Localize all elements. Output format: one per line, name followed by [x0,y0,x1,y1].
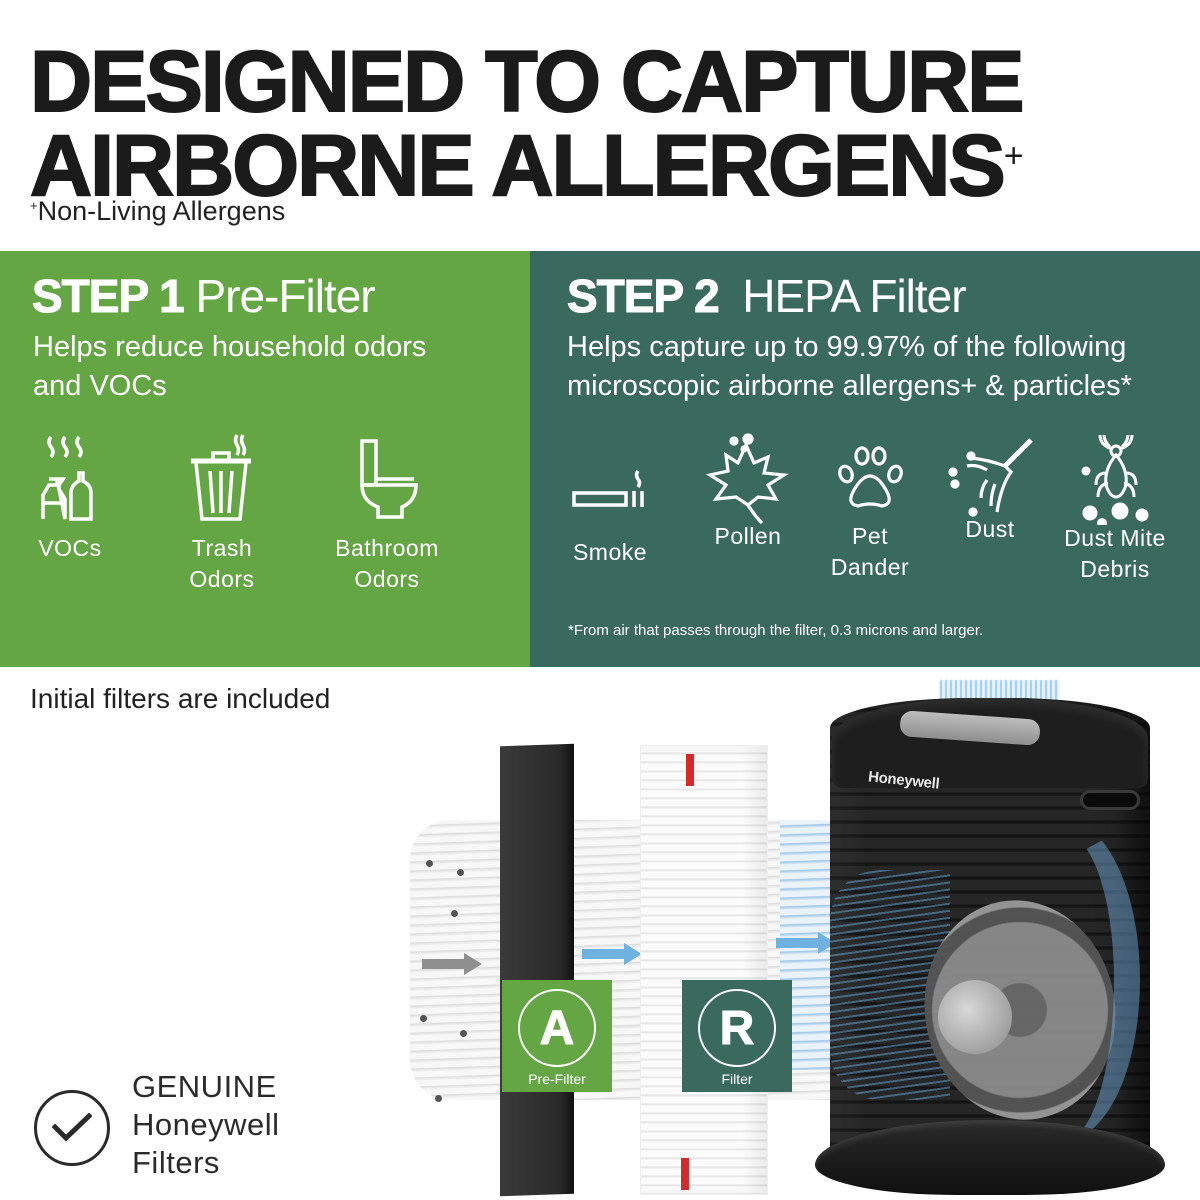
filters-included-text: Initial filters are included [30,683,331,714]
dust-mite-icon [1081,434,1149,525]
item-pet-dander: Pet Dander [820,444,920,583]
particle-dot [451,910,458,917]
step1-title: STEP 1 Pre-Filter [32,270,376,323]
pollen-leaf-icon [706,433,789,525]
step2-title: STEP 2 HEPA Filter [567,270,967,323]
headline-line-1: DESIGNED TO CAPTURE [29,34,1026,130]
step1-icons: VOCs Trash Odors Bathroom O [0,434,530,592]
carry-handle [1080,790,1140,810]
label-vocs: VOCs [38,535,102,561]
cleaning-bottles-icon [41,435,93,521]
label-pollen: Pollen [714,523,782,549]
headline-marker: + [1003,137,1024,175]
item-vocs: VOCs [20,433,120,564]
blue-arrow-icon [582,943,642,965]
item-dust: Dust [940,436,1040,545]
item-pollen: Pollen [698,433,798,552]
carbon-prefilter [500,743,574,1197]
headline: DESIGNED TO CAPTURE AIRBORNE ALLERGENS+ [29,34,1030,214]
step2-panel: STEP 2 HEPA Filter Helps capture up to 9… [530,251,1200,667]
purifier-base [815,1120,1165,1195]
item-smoke: Smoke [560,461,660,568]
label-bathroom-odors: Bathroom Odors [335,535,439,592]
step2-icons: Smoke Pollen Pet Dander [530,433,1200,582]
hepa-red-tab [681,1158,689,1190]
checkmark-circle-icon [34,1090,110,1166]
particle-dot [457,869,464,876]
non-living-footnote: +Non-Living Allergens [30,196,286,226]
air-swirl [990,820,1140,1140]
step1-panel: STEP 1 Pre-Filter Helps reduce household… [0,251,530,667]
item-dust-mite-debris: Dust Mite Debris [1050,433,1180,585]
toilet-icon [360,439,418,519]
purifier-top [832,698,1148,788]
duster-icon [948,438,1033,517]
item-trash-odors: Trash Odors [172,433,272,595]
particle-dot [426,860,433,867]
genuine-filters-badge: GENUINE Honeywell Filters [34,1068,280,1182]
air-purifier-product: Honeywell [815,680,1165,1200]
gray-arrow-icon [422,953,482,975]
badge-filter: R Filter [682,980,792,1092]
label-dust: Dust [965,516,1015,542]
paw-print-icon [838,446,903,508]
label-pet-dander: Pet Dander [830,523,910,580]
particle-dot [435,1095,442,1102]
filter-illustration: A Pre-Filter R Filter Honeywell [400,660,1200,1200]
particle-dot [420,1015,427,1022]
label-dust-mite-debris: Dust Mite Debris [1064,525,1166,582]
checkmark-icon [52,1113,92,1142]
step2-description: Helps capture up to 99.97% of the follow… [567,331,1132,402]
hepa-footnote: *From air that passes through the filter… [568,622,984,639]
cigarette-icon [572,469,644,507]
step1-description: Helps reduce household odors and VOCs [33,331,427,402]
item-bathroom-odors: Bathroom Odors [322,433,452,595]
genuine-text: GENUINE Honeywell Filters [132,1069,280,1180]
badge-pre-filter: A Pre-Filter [502,980,612,1092]
blue-arrow-icon [776,932,836,954]
headline-line-2: AIRBORNE ALLERGENS+ [29,118,1024,214]
label-trash-odors: Trash Odors [189,535,255,592]
hepa-red-tab [686,754,694,786]
particle-dot [460,1030,467,1037]
trash-can-icon [191,434,251,521]
hepa-filter [640,745,768,1195]
label-smoke: Smoke [572,539,648,565]
